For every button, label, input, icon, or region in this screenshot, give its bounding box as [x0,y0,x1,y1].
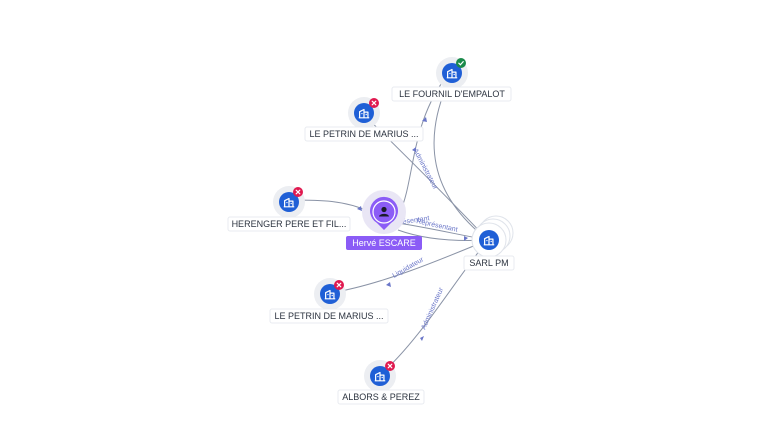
edge-albors-sarl[interactable] [379,239,489,376]
node-label-bg [227,216,351,232]
close-icon [371,100,377,106]
edge-label-administrateur-2: Administrateur [420,286,445,331]
node-label-bg [269,308,389,324]
node-label-bg [304,126,424,142]
user-icon [379,206,389,217]
node-label: SARL PM [469,258,508,268]
node-label: LE PETRIN DE MARIUS ... [274,311,383,321]
node-label: LE FOURNIL D'EMPALOT [399,89,505,99]
close-icon [387,363,393,369]
edge-label-liquidateur: Liquidateur [392,256,426,280]
close-icon [336,282,342,288]
node-label: ALBORS & PEREZ [342,392,420,402]
node-label-bg [337,389,425,405]
arrow-marker [420,336,424,341]
node-herenger-pere-et-fils[interactable]: HERENGER PERE ET FIL... [227,186,351,232]
node-label: HERENGER PERE ET FIL... [232,219,347,229]
arrow-marker [386,282,391,287]
node-le-fournil-d-empalot[interactable]: LE FOURNIL D'EMPALOT [391,57,512,102]
active-badge [456,58,466,68]
person-tag [346,236,422,250]
edge-arrows [357,117,468,341]
node-albors-perez[interactable]: ALBORS & PEREZ [337,360,425,405]
check-icon [458,61,464,66]
arrow-marker [357,206,362,211]
node-sarl-pm[interactable]: SARL PM [463,215,515,271]
node-le-petrin-de-marius-1[interactable]: LE PETRIN DE MARIUS ... [304,97,424,142]
edge-petrin2-sarl[interactable] [329,239,489,294]
arrow-marker [412,147,416,152]
arrow-marker [464,236,468,241]
person-name: Hervé ESCARE [352,238,416,248]
node-label-bg [391,86,512,102]
node-label: LE PETRIN DE MARIUS ... [309,129,418,139]
close-icon [295,189,301,195]
node-le-petrin-de-marius-2[interactable]: LE PETRIN DE MARIUS ... [269,278,389,324]
arrow-marker [422,117,427,122]
node-label-bg [463,255,515,271]
node-person-herve-escare[interactable]: Hervé ESCARE [346,190,422,250]
